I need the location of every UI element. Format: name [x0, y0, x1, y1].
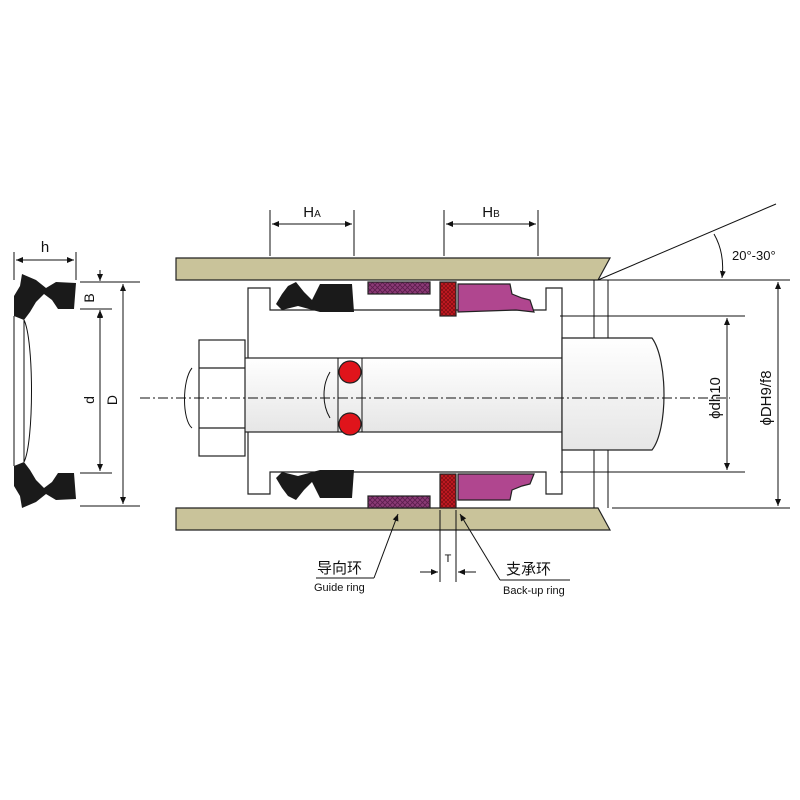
hb-seal-bottom — [457, 473, 535, 501]
label-DH: ϕDH9/f8 — [758, 370, 775, 425]
seal-inner-outline — [23, 319, 32, 463]
label-d: d — [81, 396, 97, 404]
guide-ring-bottom — [367, 495, 431, 509]
dimension-HA: HA — [269, 204, 355, 256]
label-T: T — [445, 553, 452, 565]
guide-ring-top — [367, 281, 431, 295]
seal-side-outline — [13, 316, 25, 466]
ha-seal-bottom — [276, 470, 354, 500]
seal-cross-section — [13, 274, 76, 508]
oring-bottom — [338, 412, 362, 436]
piston-rod — [243, 357, 563, 433]
callout-backup-ring: 支承环 Back-up ring — [459, 513, 570, 597]
dimension-dh: ϕdh10 — [707, 318, 730, 470]
oring-top — [338, 360, 362, 384]
dimension-angle: 20°-30° — [597, 203, 777, 281]
seal-top-profile — [14, 274, 76, 320]
callout-guide-ring: 导向环 Guide ring — [314, 513, 399, 594]
backup-ring-top — [439, 281, 457, 317]
label-backup-cn: 支承环 — [506, 561, 551, 578]
label-h: h — [41, 239, 49, 256]
hb-seal-top — [457, 283, 535, 313]
bore-ref-lines — [560, 279, 790, 509]
dimension-h: h — [13, 239, 77, 280]
housing-top — [175, 257, 612, 281]
backup-ring-bottom — [439, 473, 457, 509]
label-angle: 20°-30° — [732, 248, 776, 263]
label-backup-en: Back-up ring — [503, 585, 565, 597]
label-guide-cn: 导向环 — [317, 560, 362, 577]
label-HA: HA — [303, 204, 321, 221]
dimension-T: T — [420, 510, 476, 582]
oring-groove — [323, 358, 363, 432]
label-D: D — [104, 395, 120, 405]
dimension-HB: HB — [443, 204, 539, 256]
label-HB: HB — [482, 204, 500, 221]
dimension-DH: ϕDH9/f8 — [758, 282, 781, 506]
label-dh: ϕdh10 — [707, 377, 724, 419]
seal-bottom-profile — [14, 462, 76, 508]
rod-extension — [561, 337, 665, 451]
dimension-d: d — [80, 311, 112, 474]
dimension-B: B — [80, 270, 112, 322]
dimension-D: D — [80, 281, 140, 507]
label-guide-en: Guide ring — [314, 582, 365, 594]
label-B: B — [81, 293, 97, 302]
ha-seal-top — [276, 282, 354, 312]
